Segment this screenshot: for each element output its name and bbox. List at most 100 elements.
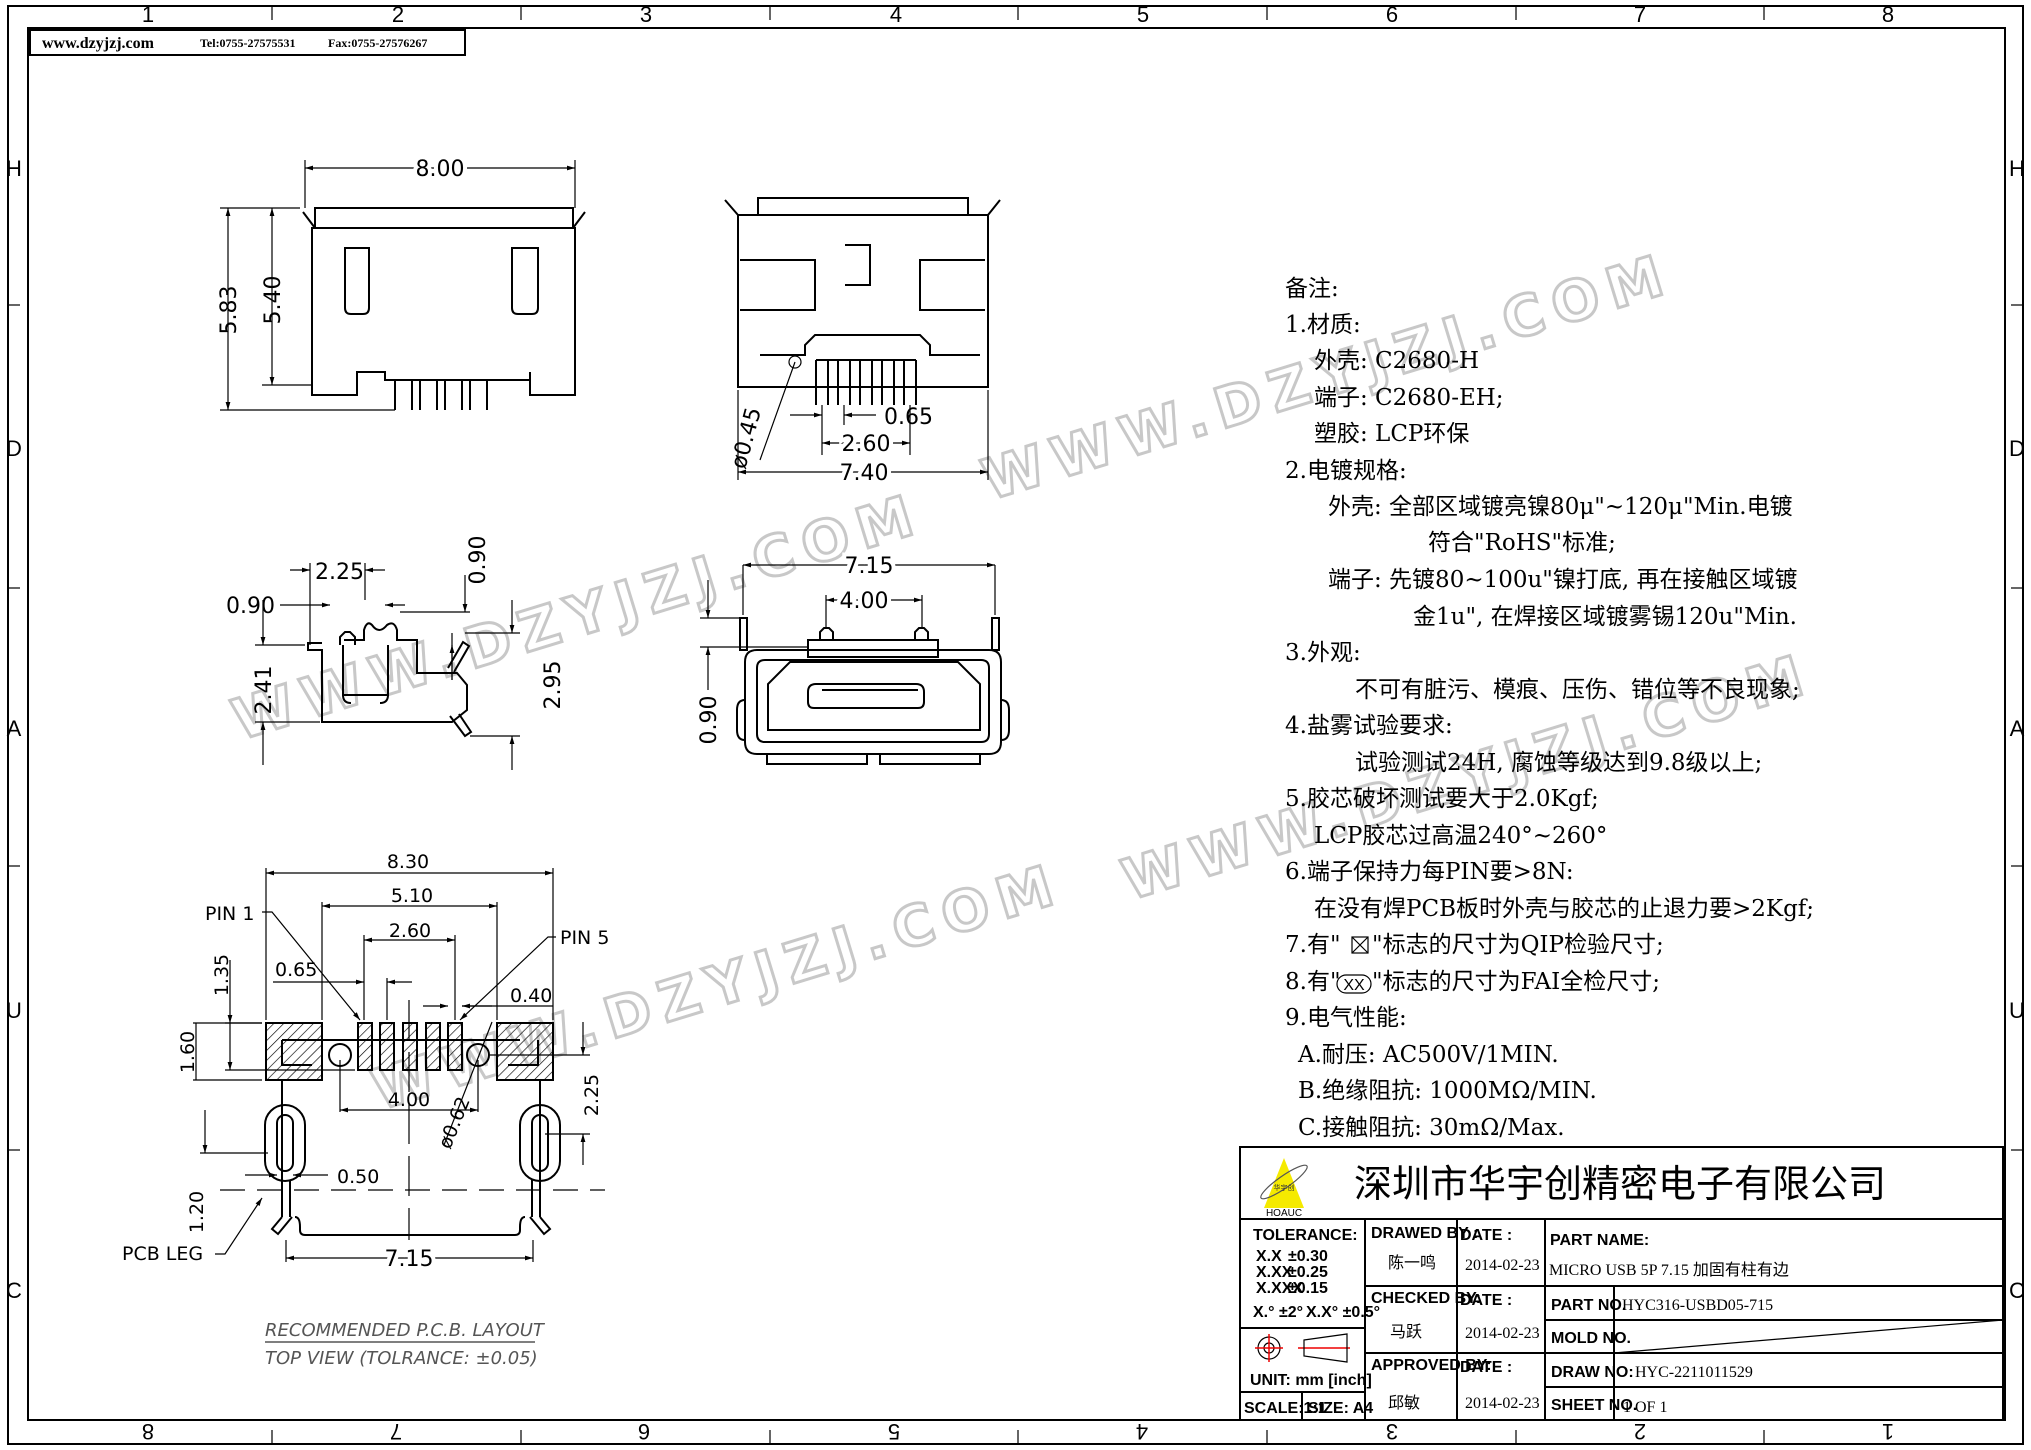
header-website[interactable]: www.dzyjzj.com xyxy=(42,35,155,52)
drawed-by-label: DRAWED BY : xyxy=(1371,1225,1478,1242)
zone-col-2: 2 xyxy=(392,2,404,27)
note-line: 8.有" xyxy=(1285,969,1341,995)
fai-symbol-icon: XX xyxy=(1336,974,1372,994)
caption-top-view: TOP VIEW (TOLRANCE: ±0.05) xyxy=(265,1348,538,1369)
label-pin1: PIN 1 xyxy=(205,903,254,925)
mold-no-label: MOLD NO. xyxy=(1551,1330,1631,1347)
scale-label: SCALE:1:1 xyxy=(1244,1400,1327,1417)
zone-row-d: D xyxy=(6,436,22,461)
unit-label: UNIT: mm [inch] xyxy=(1250,1372,1372,1389)
note-line: 符合"RoHS"标准; xyxy=(1428,530,1616,556)
sheet-no-value: 1 OF 1 xyxy=(1623,1399,1667,1416)
zone-col-3: 3 xyxy=(640,2,652,27)
dim-top-height-total: 5.83 xyxy=(217,286,242,335)
svg-text:华宇创: 华宇创 xyxy=(1274,1183,1295,1192)
svg-text:HOAUC: HOAUC xyxy=(1266,1208,1302,1219)
dim-pcb-160: 1.60 xyxy=(177,1031,199,1073)
dim-side-090a: 0.90 xyxy=(226,594,275,619)
dim-pcb-715: 7.15 xyxy=(385,1247,434,1272)
note-line: 试验测试24H, 腐蚀等级达到9.8级以上; xyxy=(1355,750,1762,776)
note-line: 7.有" xyxy=(1285,932,1341,958)
checked-by-label: CHECKED BY: xyxy=(1371,1290,1481,1307)
tolerance-format: X.XX xyxy=(1256,1264,1293,1281)
svg-text:7.15: 7.15 xyxy=(845,554,894,579)
dim-side-241: 2.41 xyxy=(252,666,277,715)
svg-text:2.60: 2.60 xyxy=(842,432,891,457)
side-view: 2.25 0.90 0.90 2.41 2.95 xyxy=(226,536,566,770)
zone-col-bottom-7: 7 xyxy=(390,1419,402,1444)
draw-no-value: HYC-2211011529 xyxy=(1635,1364,1753,1381)
dim-pcb-830: 8.30 xyxy=(387,851,429,873)
tolerance-label: TOLERANCE: xyxy=(1253,1227,1358,1244)
date-value: 2014-02-23 xyxy=(1465,1395,1540,1412)
notes: 备注: 1.材质: 外壳: C2680-H 端子: C2680-EH; 塑胶: … xyxy=(1285,276,1814,1141)
dim-pcb-050: 0.50 xyxy=(337,1166,379,1188)
dim-side-225: 2.25 xyxy=(315,560,364,585)
note-line: 端子: C2680-EH; xyxy=(1314,385,1504,411)
svg-text:7.40: 7.40 xyxy=(840,461,889,486)
zone-row-u: U xyxy=(6,998,22,1023)
part-no-label: PART NO. xyxy=(1551,1297,1626,1314)
zone-row-a-right: A xyxy=(2010,716,2025,741)
svg-text:XX: XX xyxy=(1343,977,1365,994)
dim-pcb-135: 1.35 xyxy=(211,954,233,996)
dim-rear-pitch: 0.65 xyxy=(884,405,933,430)
dim-front-post-span: 4.00 xyxy=(840,589,889,614)
zone-row-c: C xyxy=(6,1278,22,1303)
zone-row-u-right: U xyxy=(2009,998,2025,1023)
note-line: "标志的尺寸为FAI全检尺寸; xyxy=(1372,969,1660,995)
zone-markers: 1 2 3 4 5 6 7 8 1 2 3 4 5 6 7 8 H D A U … xyxy=(6,2,2025,1444)
tolerance-value: ±0.15 xyxy=(1288,1280,1328,1297)
header-fax: Fax:0755-27576267 xyxy=(328,36,427,50)
note-line: 9.电气性能: xyxy=(1285,1005,1407,1031)
inner-border xyxy=(27,27,2006,1421)
tolerance-format: X.X xyxy=(1256,1248,1282,1265)
svg-text:7.15: 7.15 xyxy=(385,1247,434,1272)
sheet-no-label: SHEET NO. xyxy=(1551,1397,1637,1414)
zone-col-bottom-4: 4 xyxy=(1136,1419,1148,1444)
rear-view: ø0.45 0.65 2.60 2.60 7.40 7.40 xyxy=(724,197,1001,490)
note-line: 1.材质: xyxy=(1285,312,1361,338)
company-name: 深圳市华宇创精密电子有限公司 xyxy=(1354,1162,1886,1206)
note-line: 端子: 先镀80~100u"镍打底, 再在接触区域镀 xyxy=(1328,567,1798,593)
date-label: DATE : xyxy=(1460,1359,1512,1376)
caption-recommended-layout: RECOMMENDED P.C.B. LAYOUT xyxy=(265,1320,546,1341)
zone-row-c-right: C xyxy=(2009,1278,2025,1303)
note-line: B.绝缘阻抗: 1000MΩ/MIN. xyxy=(1298,1078,1597,1104)
date-label: DATE : xyxy=(1460,1292,1512,1309)
zone-col-bottom-3: 3 xyxy=(1386,1419,1398,1444)
top-view: 8.00 8.00 5.83 5.40 xyxy=(217,153,586,411)
svg-text:WWW.DZYJZJ.COM: WWW.DZYJZJ.COM xyxy=(365,851,1070,1123)
svg-text:WWW.DZYJZJ.COM: WWW.DZYJZJ.COM xyxy=(225,481,930,753)
date-value: 2014-02-23 xyxy=(1465,1325,1540,1342)
part-name-label: PART NAME: xyxy=(1550,1232,1649,1249)
zone-col-8: 8 xyxy=(1882,2,1894,27)
approved-by-value: 邱敏 xyxy=(1388,1394,1420,1412)
dim-pcb-260: 2.60 xyxy=(389,920,431,942)
date-value: 2014-02-23 xyxy=(1465,1257,1540,1274)
angle-tolerance: X.° ±2° xyxy=(1253,1304,1303,1321)
dim-rear-span: 2.60 xyxy=(842,432,891,457)
draw-no-label: DRAW NO: xyxy=(1551,1364,1634,1381)
note-line: "标志的尺寸为QIP检验尺寸; xyxy=(1372,932,1664,958)
zone-row-a: A xyxy=(7,716,22,741)
tolerance-value: ±0.30 xyxy=(1288,1248,1328,1265)
dim-pcb-400: 4.00 xyxy=(388,1089,430,1111)
zone-col-5: 5 xyxy=(1137,2,1149,27)
svg-text:4.00: 4.00 xyxy=(840,589,889,614)
zone-col-bottom-8: 8 xyxy=(142,1419,154,1444)
svg-text:8.00: 8.00 xyxy=(416,157,465,182)
dim-pcb-120: 1.20 xyxy=(186,1191,208,1233)
part-name-value: MICRO USB 5P 7.15 加固有柱有边 xyxy=(1549,1261,1789,1279)
dim-top-width: 8.00 xyxy=(416,157,465,182)
zone-col-7: 7 xyxy=(1634,2,1646,27)
note-line: LCP胶芯过高温240°~260° xyxy=(1314,823,1607,849)
pcb-layout-view: 8.30 5.10 2.60 0.65 0.40 1.35 1.60 4.00 … xyxy=(122,851,609,1369)
date-label: DATE : xyxy=(1460,1227,1512,1244)
label-pin5: PIN 5 xyxy=(560,927,609,949)
company-logo: 华宇创 HOAUC xyxy=(1260,1158,1308,1219)
dim-pcb-510: 5.10 xyxy=(391,885,433,907)
drawed-by-value: 陈一鸣 xyxy=(1388,1254,1436,1272)
note-line: 6.端子保持力每PIN要>8N: xyxy=(1285,859,1574,885)
